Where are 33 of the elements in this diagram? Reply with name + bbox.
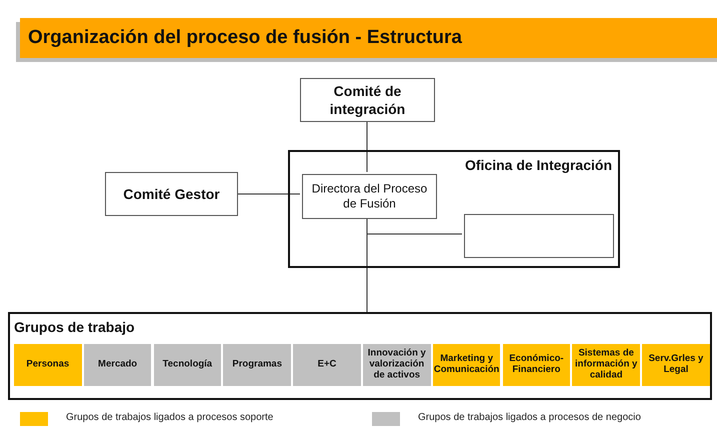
connector-line bbox=[366, 122, 368, 172]
org-box bbox=[105, 172, 238, 216]
box-label: Programas bbox=[231, 360, 283, 370]
org-box bbox=[464, 214, 614, 258]
box-label: Serv.Grles y Legal bbox=[648, 354, 704, 376]
box-label: Tecnología bbox=[162, 360, 214, 370]
group-frame bbox=[288, 150, 620, 268]
box-label: Marketing y Comunicación bbox=[432, 354, 500, 376]
title: Organización del proceso de fusión - Estructura bbox=[28, 27, 462, 49]
org-box bbox=[302, 174, 437, 219]
legend-label: Grupos de trabajos ligados a procesos soporte bbox=[66, 412, 274, 423]
box-label: Económico-Financiero bbox=[508, 354, 565, 376]
box-label: Comité Gestor bbox=[122, 184, 221, 204]
work-group-box bbox=[293, 344, 361, 386]
legend-label: Grupos de trabajos ligados a procesos de negocio bbox=[418, 412, 641, 423]
box-label: Directora del Proceso de Fusión bbox=[310, 180, 428, 212]
work-group-box bbox=[14, 344, 82, 386]
frame-heading: Oficina de Integración bbox=[464, 157, 612, 173]
work-group-box bbox=[223, 344, 291, 386]
box-label: Comité de integración bbox=[328, 82, 406, 118]
org-box bbox=[300, 78, 435, 122]
work-group-box bbox=[432, 344, 500, 386]
group-frame bbox=[8, 312, 712, 400]
box-label: E+C bbox=[316, 360, 338, 370]
frame-heading: Grupos de trabajo bbox=[14, 319, 135, 335]
box-label: Mercado bbox=[97, 360, 138, 370]
box-label: Innovación y valorización de activos bbox=[366, 348, 427, 382]
box-label: Personas bbox=[25, 360, 70, 370]
box-label: Sistemas de información y calidad bbox=[574, 348, 638, 382]
work-group-box bbox=[502, 344, 570, 386]
work-group-box bbox=[84, 344, 152, 386]
work-group-box bbox=[642, 344, 710, 386]
work-group-box bbox=[154, 344, 222, 386]
